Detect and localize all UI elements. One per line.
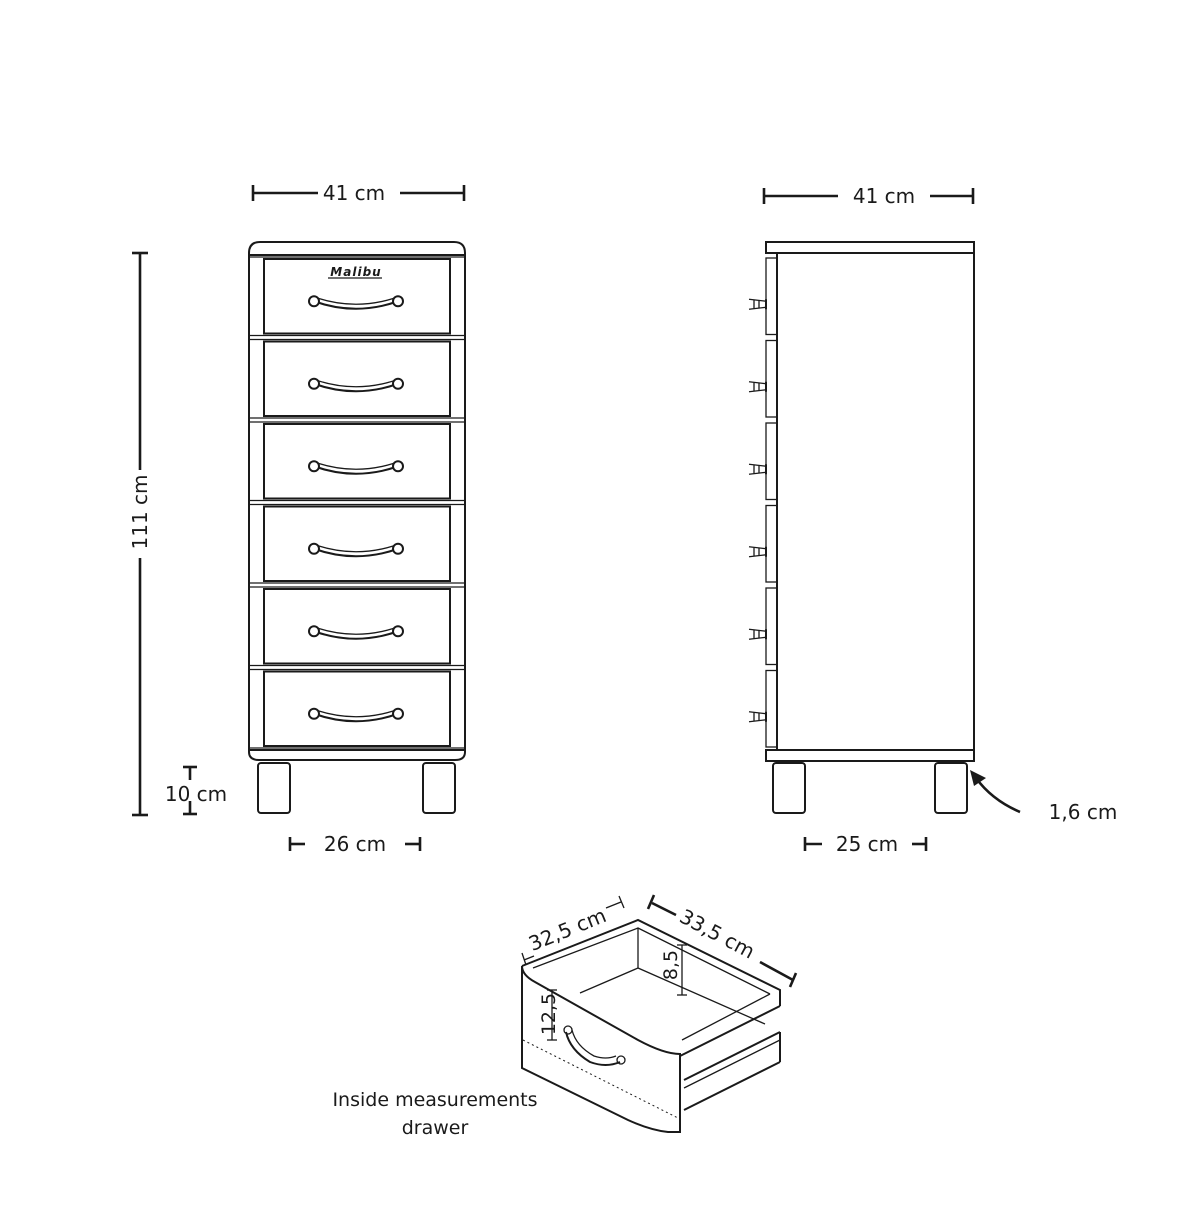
side-handle: [748, 298, 767, 310]
drawer-handle: [308, 625, 404, 640]
drawer-handle: [308, 707, 404, 723]
svg-text:Malibu: Malibu: [330, 265, 381, 279]
side-drawer-front: [748, 339, 778, 418]
drawer-front-height-dimension: 12,5: [538, 989, 560, 1041]
side-handle: [748, 463, 767, 475]
drawer-inner-height-label: 8,5: [660, 950, 682, 980]
front-drawer-stack: [249, 256, 465, 749]
front-cabinet: Malibu: [248, 241, 466, 761]
side-drawer-front: [748, 422, 778, 501]
front-leg-left: [257, 762, 291, 814]
front-height-label: 111 cm: [128, 474, 152, 549]
side-width-label: 41 cm: [853, 184, 915, 208]
callout-arrowhead: [970, 770, 986, 786]
side-drawer-front: [748, 257, 778, 336]
front-legs: [257, 762, 456, 814]
drawer-drawing: [521, 918, 781, 1133]
drawer-inner-height-dimension: 8,5: [660, 944, 687, 996]
drawer-handle: [308, 460, 404, 475]
side-handle: [748, 381, 767, 393]
front-width-label: 41 cm: [323, 181, 385, 205]
drawer-front-height-label: 12,5: [538, 993, 560, 1035]
side-width-dimension: 41 cm: [762, 184, 975, 208]
side-leg-spacing-label: 25 cm: [836, 832, 898, 856]
drawer-handle: [308, 542, 404, 558]
side-cabinet: [748, 241, 975, 762]
leg-height-dimension: 10 cm: [165, 765, 227, 816]
side-leg-left: [772, 762, 806, 814]
front-leg-spacing-label: 26 cm: [324, 832, 386, 856]
front-drawer: [249, 668, 465, 749]
side-leg-spacing-dimension: 25 cm: [803, 832, 928, 856]
side-drawer-fronts: [748, 257, 778, 748]
side-drawer-front: [748, 587, 778, 666]
front-leg-spacing-dimension: 26 cm: [288, 832, 422, 856]
front-drawer: [249, 503, 465, 584]
drawer-caption-line1: Inside measurements: [332, 1089, 537, 1111]
leg-inset-callout: 1,6 cm: [970, 770, 1117, 824]
side-handle: [748, 711, 767, 723]
side-drawer-front: [748, 504, 778, 583]
side-legs: [772, 762, 968, 814]
front-view: 41 cm 111 cm 10 cm Malibu: [128, 181, 466, 856]
front-drawer: [249, 586, 465, 667]
front-drawer: [249, 421, 465, 502]
front-drawer: [249, 256, 465, 337]
front-drawer: [249, 338, 465, 419]
drawer-detail: 32,5 cm 33,5 cm 8,5 12,5 Inside measurem…: [332, 894, 798, 1139]
side-handle: [748, 546, 767, 558]
front-width-dimension: 41 cm: [251, 181, 466, 205]
side-drawer-front: [748, 669, 778, 748]
drawer-handle: [308, 377, 404, 393]
front-height-dimension: 111 cm: [128, 251, 152, 817]
drawer-width-dimension: 32,5 cm: [521, 895, 625, 966]
side-leg-right: [934, 762, 968, 814]
leg-height-label: 10 cm: [165, 782, 227, 806]
front-leg-right: [422, 762, 456, 814]
drawer-handle: [308, 295, 404, 310]
drawer-depth-label: 33,5 cm: [676, 904, 759, 963]
side-view: 41 cm 1,6 cm 25 cm: [748, 184, 1117, 856]
side-handle: [748, 628, 767, 640]
drawer-caption-line2: drawer: [402, 1117, 469, 1139]
leg-inset-label: 1,6 cm: [1049, 800, 1118, 824]
malibu-logo: Malibu: [328, 265, 382, 279]
